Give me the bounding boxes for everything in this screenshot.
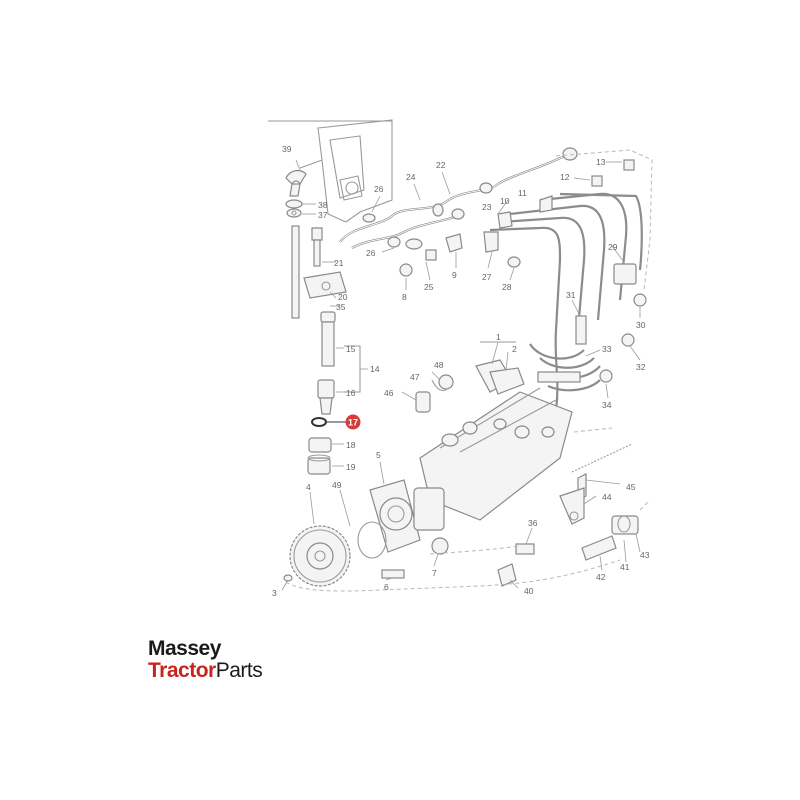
label-25: 25: [424, 282, 434, 292]
label-23: 23: [482, 202, 492, 212]
highlighted-part-callout: 17: [345, 414, 361, 430]
label-13: 13: [596, 157, 606, 167]
label-14: 14: [370, 364, 380, 374]
engine-block-outline: [299, 119, 393, 223]
massey-tractor-parts-logo: Massey TractorParts: [148, 638, 318, 684]
label-24: 24: [406, 172, 416, 182]
label-7: 7: [432, 568, 437, 578]
label-20: 20: [338, 292, 348, 302]
label-40: 40: [524, 586, 534, 596]
label-29: 29: [608, 242, 618, 252]
label-38: 38: [318, 200, 328, 210]
label-28: 28: [502, 282, 512, 292]
label-18: 18: [346, 440, 356, 450]
dashed-outlines: [285, 149, 653, 592]
leader-lines: [281, 159, 641, 591]
label-9: 9: [452, 270, 457, 280]
label-41: 41: [620, 562, 630, 572]
label-22: 22: [436, 160, 446, 170]
label-1: 1: [496, 332, 501, 342]
label-26: 26: [374, 184, 384, 194]
pump-drive-gear: [283, 521, 387, 587]
label-33: 33: [602, 344, 612, 354]
label-44: 44: [602, 492, 612, 502]
label-34: 34: [602, 400, 612, 410]
label-4: 4: [306, 482, 311, 492]
label-32: 32: [636, 362, 646, 372]
label-49: 49: [332, 480, 342, 490]
injection-pump-body: [369, 359, 573, 553]
label-30: 30: [636, 320, 646, 330]
label-39: 39: [282, 144, 292, 154]
label-11: 11: [518, 188, 527, 198]
label-21: 21: [334, 258, 344, 268]
label-6: 6: [384, 582, 389, 592]
label-26b: 26: [366, 248, 376, 258]
label-35: 35: [336, 302, 346, 312]
governor-linkage: [381, 443, 639, 587]
label-15: 15: [346, 344, 356, 354]
logo-line-tractor-parts: TractorParts: [148, 659, 263, 682]
label-42: 42: [596, 572, 606, 582]
label-31: 31: [566, 290, 576, 300]
label-43: 43: [640, 550, 650, 560]
pipe-fittings: [362, 147, 647, 383]
label-27: 27: [482, 272, 492, 282]
label-3: 3: [272, 588, 277, 598]
label-12: 12: [560, 172, 570, 182]
logo-word-parts: Parts: [215, 659, 263, 682]
label-46: 46: [384, 388, 394, 398]
group-brackets: [344, 341, 516, 393]
part-number-labels: 39 38 37 26 24 22 13 12 11 10 9 8 21 20 …: [272, 144, 650, 598]
injector-pipes: [339, 152, 643, 411]
logo-line-massey: Massey: [148, 637, 221, 660]
label-17: 17: [348, 418, 358, 428]
parts-left-column: [285, 169, 347, 475]
label-48: 48: [434, 360, 444, 370]
label-16: 16: [346, 388, 356, 398]
label-10: 10: [500, 196, 510, 206]
label-47: 47: [410, 372, 420, 382]
label-45: 45: [626, 482, 636, 492]
label-8: 8: [402, 292, 407, 302]
label-36: 36: [528, 518, 538, 528]
highlight-marker: [345, 414, 361, 430]
label-2: 2: [512, 344, 517, 354]
label-19: 19: [346, 462, 356, 472]
label-37: 37: [318, 210, 328, 220]
label-5: 5: [376, 450, 381, 460]
logo-word-tractor: Tractor: [148, 659, 216, 682]
